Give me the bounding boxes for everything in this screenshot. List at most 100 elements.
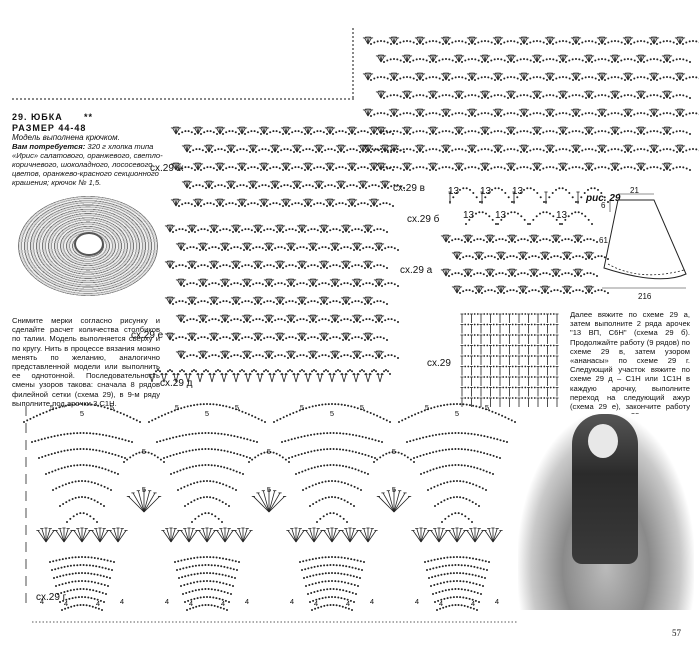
stitch-post	[169, 261, 174, 269]
chain-stitch	[185, 433, 187, 436]
chain-stitch	[283, 247, 286, 250]
chain-stitch	[70, 465, 72, 467]
stitch-post	[169, 333, 174, 341]
chain-stitch	[682, 166, 685, 169]
chain-stitch	[583, 273, 586, 276]
chain-stitch	[282, 231, 284, 233]
stitch-post	[307, 374, 311, 383]
chain-stitch	[555, 77, 558, 80]
stitch-post	[546, 37, 551, 45]
stitch-post	[257, 374, 261, 383]
stitch-post	[73, 530, 83, 543]
chain-stitch	[198, 448, 200, 451]
chain-stitch	[194, 517, 197, 520]
chain-stitch	[542, 59, 545, 62]
chain-stitch	[546, 151, 548, 153]
chain-stitch	[526, 187, 529, 190]
chain-stitch	[624, 115, 626, 117]
stitch-post	[243, 279, 248, 287]
chain-stitch	[280, 149, 283, 152]
chain-stitch	[274, 247, 277, 250]
stitch-post	[348, 127, 353, 135]
chain-stitch	[60, 467, 63, 470]
chain-stitch	[454, 76, 457, 79]
chain-stitch	[468, 151, 470, 153]
chain-stitch	[66, 432, 69, 435]
stitch-post	[676, 73, 681, 81]
chain-stitch	[375, 321, 377, 323]
chain-stitch	[162, 439, 165, 442]
chain-stitch	[206, 202, 209, 205]
chain-stitch	[511, 313, 514, 315]
chain-stitch	[390, 318, 393, 321]
chain-stitch	[617, 97, 619, 99]
chain-stitch	[326, 205, 328, 207]
chain-stitch	[555, 113, 558, 116]
chain-stitch	[486, 275, 488, 277]
stitch-post	[666, 163, 671, 171]
chain-stitch	[220, 148, 223, 151]
chain-stitch	[468, 255, 471, 258]
chain-stitch	[474, 43, 476, 45]
chain-stitch	[556, 289, 559, 292]
chain-stitch	[509, 255, 512, 258]
chain-stitch	[539, 76, 542, 79]
chain-stitch	[216, 205, 218, 207]
chain-stitch	[210, 432, 213, 435]
stitch-post	[497, 37, 502, 45]
chain-stitch	[193, 557, 196, 559]
chain-stitch	[239, 453, 242, 456]
chain-stitch	[484, 76, 486, 78]
chain-stitch	[521, 365, 524, 368]
chain-stitch	[438, 113, 441, 116]
chain-stitch	[300, 131, 303, 134]
chain-stitch	[500, 94, 503, 97]
chain-stitch	[272, 166, 275, 169]
chain-stitch	[594, 95, 597, 98]
stitch-post	[319, 374, 323, 383]
stitch-post	[494, 145, 499, 153]
stitch-post	[235, 333, 240, 341]
chain-stitch	[581, 149, 584, 152]
stitch-post	[342, 261, 347, 269]
chain-stitch	[467, 344, 470, 347]
stitch-post	[173, 374, 177, 383]
chain-stitch	[206, 496, 208, 498]
stitch-post	[406, 163, 411, 171]
chain-stitch	[188, 433, 191, 436]
chain-stitch	[637, 61, 639, 63]
stitch-post	[611, 163, 616, 171]
chain-stitch	[371, 283, 374, 286]
chain-stitch	[359, 321, 361, 323]
chain-stitch	[205, 285, 207, 287]
chain-stitch	[238, 205, 240, 207]
chain-stitch	[583, 239, 586, 242]
chain-stitch	[267, 370, 269, 373]
chain-stitch	[58, 406, 61, 409]
chain-stitch	[528, 290, 531, 293]
chain-stitch	[196, 403, 199, 406]
chain-stitch	[288, 169, 290, 171]
chain-stitch	[204, 448, 207, 450]
chain-stitch	[368, 354, 371, 357]
chain-stitch	[487, 169, 489, 171]
chain-stitch	[213, 464, 216, 467]
chain-stitch	[451, 113, 454, 116]
stitch-post	[351, 163, 356, 171]
chain-stitch	[467, 94, 470, 97]
chain-stitch	[90, 403, 93, 406]
chain-stitch	[239, 436, 242, 439]
chain-stitch	[543, 397, 546, 399]
size-line: РАЗМЕР 44-48	[12, 123, 87, 133]
chain-stitch	[523, 218, 526, 221]
chain-stitch	[311, 370, 313, 373]
chain-stitch	[84, 580, 87, 583]
chain-stitch	[285, 373, 287, 375]
stitch-post	[290, 243, 295, 251]
chain-stitch	[534, 289, 537, 292]
chain-stitch	[214, 448, 216, 451]
chain-stitch	[600, 192, 603, 194]
stitch-post	[252, 181, 257, 189]
chain-stitch	[685, 131, 688, 134]
chain-stitch	[288, 264, 291, 267]
